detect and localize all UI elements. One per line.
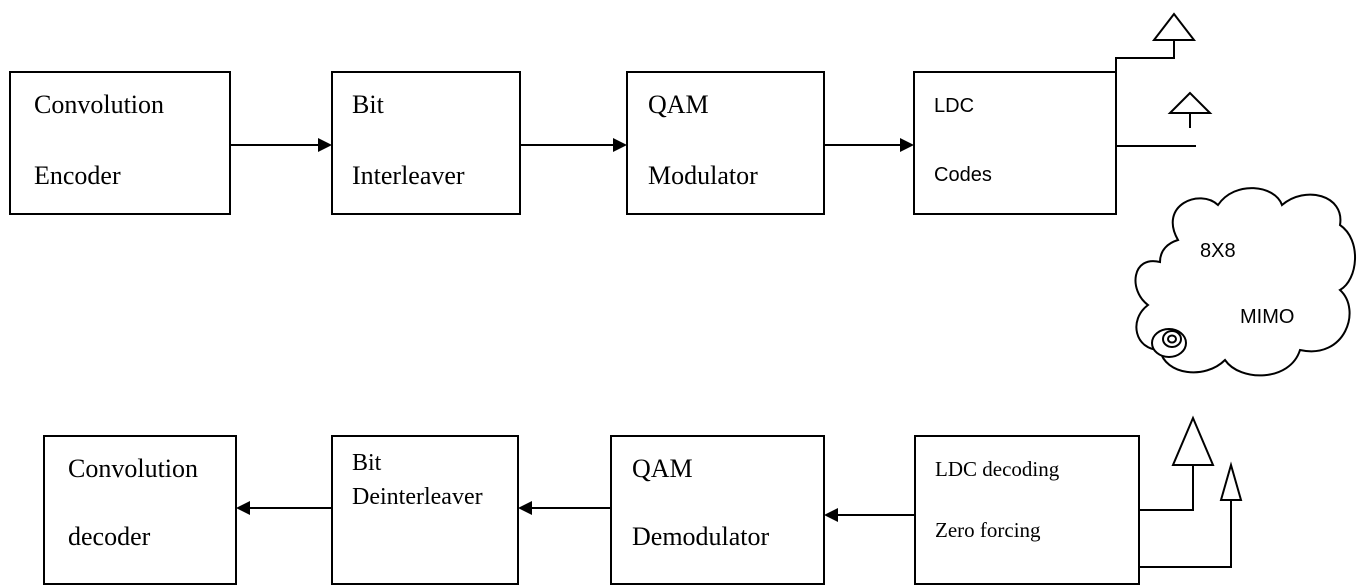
bit-deinterleaver-block: Bit Deinterleaver [331, 435, 519, 585]
receive-antenna-right [1139, 461, 1243, 568]
bit-deinterleaver-box [331, 435, 519, 585]
bit-deinterleaver-line1: Bit [352, 450, 382, 476]
ldc-codes-block: LDC Codes [913, 71, 1117, 215]
ldc-codes-line1: LDC [934, 95, 974, 117]
ldc-decoding-line2: Zero forcing [935, 518, 1041, 542]
qam-demodulator-box [610, 435, 825, 585]
mimo-channel-cloud: 8X8 MIMO [1134, 187, 1356, 377]
ldc-decoding-line1: LDC decoding [935, 457, 1060, 481]
ldc-decoding-box [914, 435, 1140, 585]
bit-interleaver-line1: Bit [352, 90, 385, 119]
qam-demodulator-block: QAM Demodulator [610, 435, 825, 585]
antenna-icon [1167, 91, 1213, 114]
ldc-codes-line2: Codes [934, 164, 992, 186]
arrow-modulator-to-ldc [824, 138, 914, 152]
ldc-decoding-block: LDC decoding Zero forcing [914, 435, 1140, 585]
convolution-encoder-line2: Encoder [34, 161, 121, 190]
transmit-antenna-bottom [1116, 91, 1213, 147]
bit-deinterleaver-line2: Deinterleaver [352, 484, 483, 510]
qam-modulator-box [626, 71, 825, 215]
bit-interleaver-block: Bit Interleaver [331, 71, 521, 215]
convolution-encoder-block: Convolution Encoder [9, 71, 231, 215]
mimo-label-line1: 8X8 [1200, 240, 1236, 262]
convolution-encoder-box [9, 71, 231, 215]
bit-interleaver-line2: Interleaver [352, 161, 465, 190]
convolution-encoder-line1: Convolution [34, 90, 164, 119]
arrow-encoder-to-interleaver [230, 138, 332, 152]
qam-modulator-line1: QAM [648, 90, 709, 119]
convolution-decoder-box [43, 435, 237, 585]
qam-demodulator-line1: QAM [632, 454, 693, 483]
cloud-icon [1134, 187, 1356, 377]
transmit-antenna-top [1115, 12, 1197, 95]
convolution-decoder-line2: decoder [68, 522, 151, 551]
arrow-interleaver-to-modulator [520, 138, 627, 152]
bit-interleaver-box [331, 71, 521, 215]
antenna-icon [1219, 461, 1243, 501]
mimo-label-line2: MIMO [1240, 306, 1294, 328]
ldc-codes-box [913, 71, 1117, 215]
arrow-deinterleaver-to-decoder [236, 501, 332, 515]
small-cloud-bubble-core [1167, 334, 1177, 344]
qam-demodulator-line2: Demodulator [632, 522, 770, 551]
qam-modulator-line2: Modulator [648, 161, 758, 190]
arrow-ldc-to-demodulator [824, 508, 915, 522]
antenna-icon [1151, 12, 1197, 41]
qam-modulator-block: QAM Modulator [626, 71, 825, 215]
antenna-icon [1171, 415, 1215, 466]
receive-antenna-left [1139, 415, 1215, 511]
convolution-decoder-line1: Convolution [68, 454, 198, 483]
convolution-decoder-block: Convolution decoder [43, 435, 237, 585]
arrow-demodulator-to-deinterleaver [518, 501, 611, 515]
